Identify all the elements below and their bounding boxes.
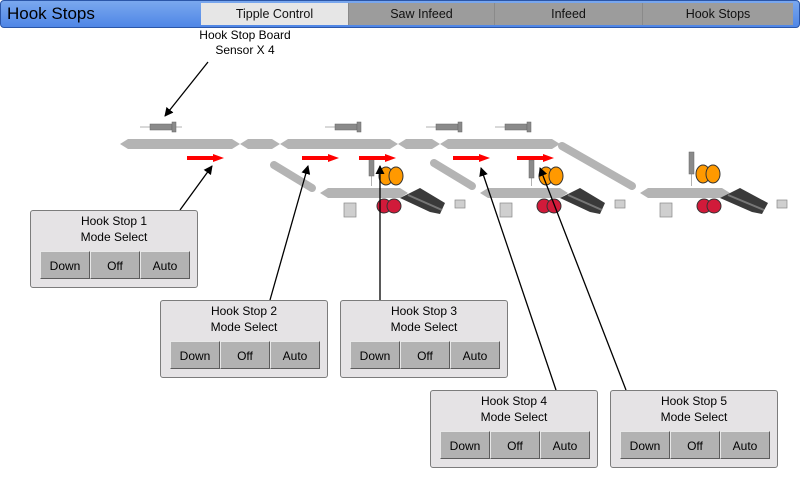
mode-button-group: Down Off Auto (40, 251, 190, 279)
panel-title: Hook Stop 4 (480, 394, 548, 408)
vertical-sensor-icon-1 (368, 157, 375, 186)
panel-title: Hook Stop 1 (80, 214, 148, 228)
hook-stop-5-indicator[interactable] (517, 154, 554, 162)
panel-title: Hook Stop 2 (210, 304, 278, 318)
down-button[interactable]: Down (620, 431, 670, 459)
tab-bar: Tipple Control Saw Infeed Infeed Hook St… (201, 3, 793, 25)
lower-conveyor (320, 188, 730, 198)
auto-button[interactable]: Auto (140, 251, 190, 279)
mode-button-group: Down Off Auto (620, 431, 770, 459)
down-button[interactable]: Down (440, 431, 490, 459)
sensor-icon-2 (325, 121, 362, 133)
mode-button-group: Down Off Auto (350, 341, 500, 369)
panel-subtitle: Mode Select (210, 320, 278, 334)
mode-button-group: Down Off Auto (440, 431, 590, 459)
down-button[interactable]: Down (170, 341, 220, 369)
tab-infeed[interactable]: Infeed (495, 3, 643, 25)
window-title: Hook Stops (7, 4, 95, 23)
panel-subtitle: Mode Select (80, 230, 148, 244)
tab-saw-infeed[interactable]: Saw Infeed (349, 3, 495, 25)
auto-button[interactable]: Auto (270, 341, 320, 369)
arrow-hook-stop-4 (479, 167, 557, 391)
tab-tipple-control[interactable]: Tipple Control (201, 3, 349, 25)
annotation-line-2: Sensor X 4 (215, 43, 275, 57)
tab-hook-stops[interactable]: Hook Stops (643, 3, 793, 25)
vertical-sensor-icon-3 (688, 151, 695, 186)
hook-stop-1-panel: Hook Stop 1 Mode Select Down Off Auto (30, 210, 198, 288)
panel-subtitle: Mode Select (660, 410, 728, 424)
hook-stop-2-indicator[interactable] (302, 154, 339, 162)
annotation-line-1: Hook Stop Board (199, 28, 291, 42)
hook-stop-3-panel: Hook Stop 3 Mode Select Down Off Auto (340, 300, 508, 378)
auto-button[interactable]: Auto (540, 431, 590, 459)
small-blocks (343, 199, 788, 218)
hook-stop-5-panel: Hook Stop 5 Mode Select Down Off Auto (610, 390, 778, 468)
panel-title: Hook Stop 5 (660, 394, 728, 408)
hook-stop-4-panel: Hook Stop 4 Mode Select Down Off Auto (430, 390, 598, 468)
sensor-annotation: Hook Stop Board Sensor X 4 (180, 28, 310, 58)
arrow-hook-stop-5 (538, 167, 627, 391)
arrow-hook-stop-1 (179, 165, 213, 211)
saw-unit-3 (695, 164, 768, 214)
off-button[interactable]: Off (670, 431, 720, 459)
down-button[interactable]: Down (350, 341, 400, 369)
title-bar: Hook Stops Tipple Control Saw Infeed Inf… (0, 0, 800, 28)
hook-stop-2-panel: Hook Stop 2 Mode Select Down Off Auto (160, 300, 328, 378)
auto-button[interactable]: Auto (720, 431, 770, 459)
vertical-sensor-icon-2 (528, 159, 535, 186)
upper-conveyor (120, 139, 560, 149)
off-button[interactable]: Off (220, 341, 270, 369)
off-button[interactable]: Off (490, 431, 540, 459)
off-button[interactable]: Off (90, 251, 140, 279)
down-button[interactable]: Down (40, 251, 90, 279)
mode-button-group: Down Off Auto (170, 341, 320, 369)
sensor-icon-1 (140, 121, 182, 133)
hook-stop-1-indicator[interactable] (187, 154, 224, 162)
auto-button[interactable]: Auto (450, 341, 500, 369)
hook-stop-3-indicator[interactable] (359, 154, 396, 162)
hook-stops (187, 154, 554, 162)
arrow-hook-stop-2 (269, 165, 311, 301)
hook-stop-4-indicator[interactable] (453, 154, 490, 162)
diagonal-chains (270, 142, 636, 192)
sensor-icons (140, 121, 695, 186)
panel-subtitle: Mode Select (480, 410, 548, 424)
arrow-sensor (164, 61, 209, 117)
leader-arrows (164, 61, 627, 391)
sensor-icon-4 (495, 121, 532, 133)
off-button[interactable]: Off (400, 341, 450, 369)
sensor-icon-3 (426, 121, 463, 133)
panel-title: Hook Stop 3 (390, 304, 458, 318)
panel-subtitle: Mode Select (390, 320, 458, 334)
